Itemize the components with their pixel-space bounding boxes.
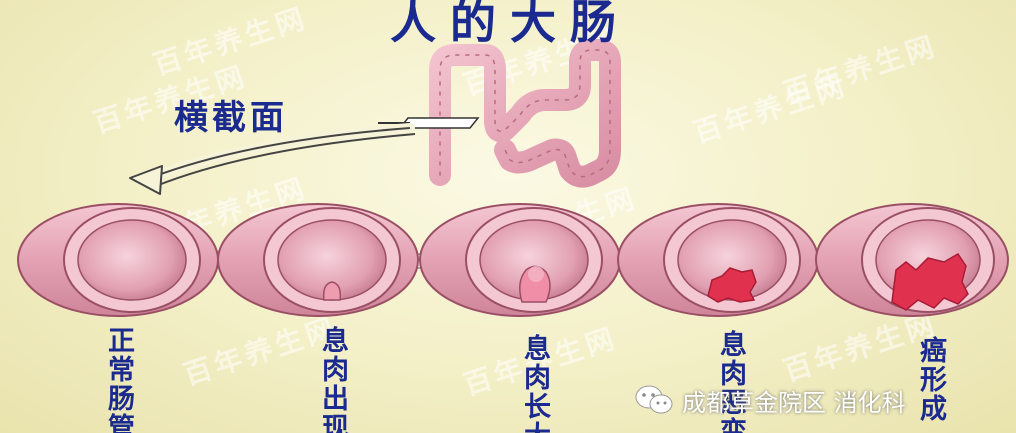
- stage-label-cancer: 癌形成: [908, 336, 952, 423]
- ring-polyp-malignant: [618, 204, 818, 316]
- cross-section-label: 横截面: [174, 90, 288, 139]
- small-polyp: [324, 282, 341, 300]
- source-text: 成都草金院区 消化科: [682, 383, 906, 418]
- ring-normal: [18, 204, 218, 316]
- ring-cancer: [816, 204, 1008, 316]
- ring-polyp-appears: [218, 204, 418, 316]
- ring-polyp-grows: [420, 204, 620, 316]
- stage-label-polyp-grows: 息肉长大: [512, 334, 556, 433]
- page-title: 人的大肠: [340, 0, 680, 52]
- wechat-icon: [634, 384, 674, 416]
- source-attribution: 成都草金院区 消化科: [634, 380, 906, 420]
- colon-illustration: [378, 50, 610, 177]
- stage-label-polyp-appears: 息肉出现: [310, 326, 354, 433]
- stage-label-normal: 正常肠管: [96, 326, 140, 433]
